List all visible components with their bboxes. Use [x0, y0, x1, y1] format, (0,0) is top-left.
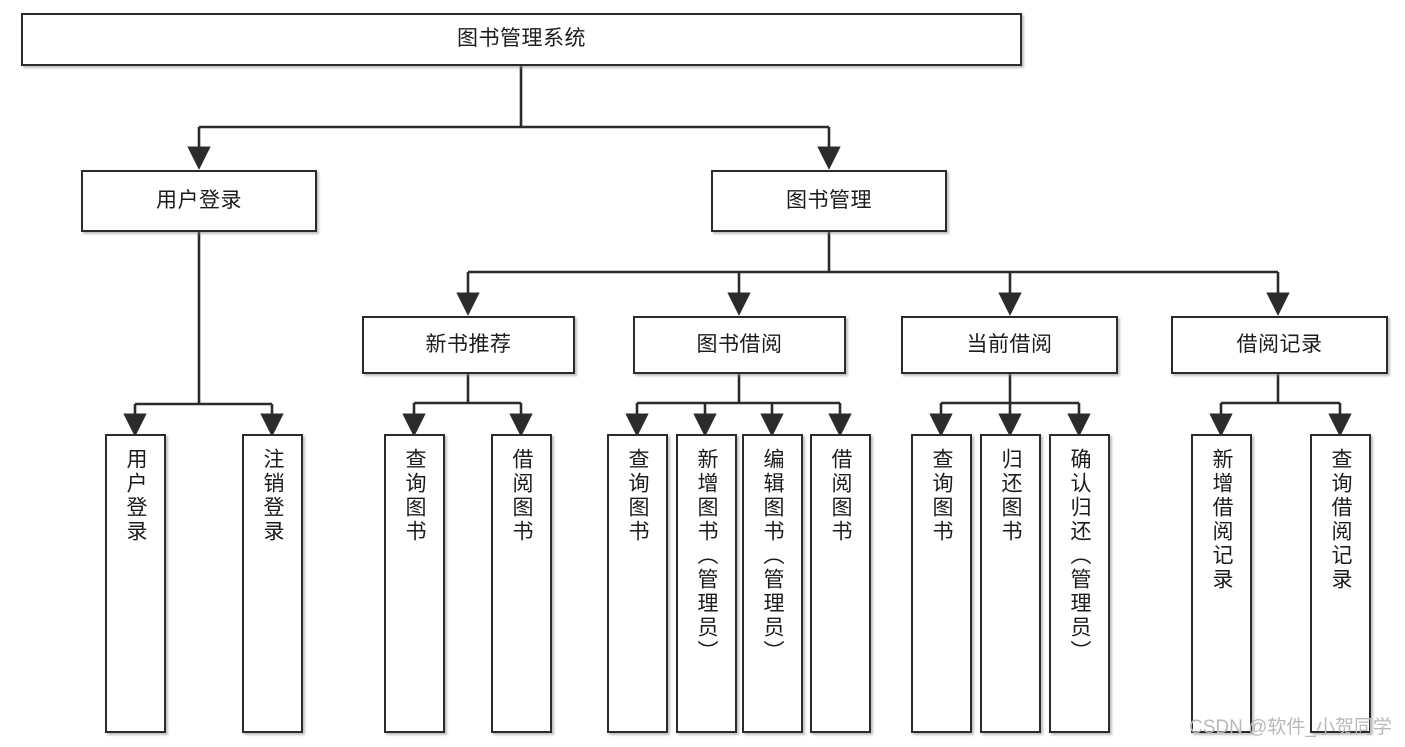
leaf-query-borrow-record[interactable]: 查询借阅记录: [1310, 434, 1371, 733]
node-label: 注销登录: [261, 448, 284, 544]
node-current-borrowing[interactable]: 当前借阅: [901, 316, 1118, 374]
node-user-login[interactable]: 用户登录: [81, 170, 317, 232]
leaf-add-borrow-record[interactable]: 新增借阅记录: [1191, 434, 1252, 733]
node-label: 查询图书: [930, 448, 953, 544]
leaf-add-book-admin[interactable]: 新增图书（管理员）: [676, 434, 737, 733]
node-book-borrowing[interactable]: 图书借阅: [633, 316, 846, 374]
leaf-query-books-current[interactable]: 查询图书: [911, 434, 972, 733]
leaf-user-login[interactable]: 用户登录: [105, 434, 166, 733]
node-label: 借阅图书: [510, 448, 533, 544]
leaf-confirm-return-admin[interactable]: 确认归还（管理员）: [1049, 434, 1110, 733]
node-label: 查询图书: [626, 448, 649, 544]
leaf-return-books[interactable]: 归还图书: [980, 434, 1041, 733]
leaf-logout[interactable]: 注销登录: [242, 434, 303, 733]
node-label: 图书借阅: [696, 332, 783, 356]
node-book-management[interactable]: 图书管理: [711, 170, 947, 232]
node-label: 用户登录: [156, 188, 242, 212]
node-label: 借阅记录: [1236, 332, 1323, 356]
node-borrowing-records[interactable]: 借阅记录: [1171, 316, 1388, 374]
leaf-edit-book-admin[interactable]: 编辑图书（管理员）: [742, 434, 803, 733]
leaf-borrow-books[interactable]: 借阅图书: [810, 434, 871, 733]
node-label: 新增图书（管理员）: [695, 448, 718, 664]
node-label: 图书管理系统: [457, 27, 586, 51]
node-label: 查询借阅记录: [1329, 448, 1352, 592]
node-label: 用户登录: [124, 448, 147, 544]
node-label: 当前借阅: [966, 332, 1053, 356]
leaf-query-books-borrowing[interactable]: 查询图书: [607, 434, 668, 733]
node-label: 归还图书: [999, 448, 1022, 544]
leaf-borrow-books-recommendation[interactable]: 借阅图书: [491, 434, 552, 733]
node-label: 新增借阅记录: [1210, 448, 1233, 592]
node-label: 查询图书: [403, 448, 426, 544]
node-label: 新书推荐: [425, 332, 512, 356]
node-label: 借阅图书: [829, 448, 852, 544]
node-root-book-management-system[interactable]: 图书管理系统: [21, 13, 1022, 66]
node-label: 图书管理: [786, 188, 872, 212]
leaf-query-books-recommendation[interactable]: 查询图书: [384, 434, 445, 733]
node-label: 确认归还（管理员）: [1068, 448, 1091, 664]
node-label: 编辑图书（管理员）: [761, 448, 784, 664]
node-new-book-recommendation[interactable]: 新书推荐: [362, 316, 575, 374]
